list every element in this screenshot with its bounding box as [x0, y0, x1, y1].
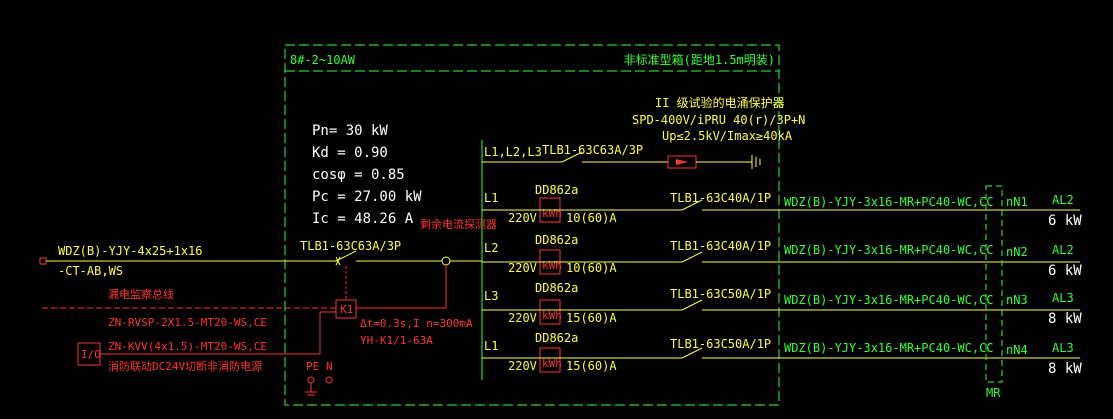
- spd-title: II 级试验的电涌保护器: [655, 95, 785, 110]
- branch-cable: WDZ(B)-YJY-3x16-MR+PC40-WC,CC: [784, 341, 994, 355]
- branch-cable: WDZ(B)-YJY-3x16-MR+PC40-WC,CC: [784, 243, 994, 257]
- meter-rating: 10(60)A: [566, 211, 617, 225]
- circuit-1: L1 DD862a 220V kWh 10(60)A TLB1-63C40A/1…: [482, 183, 1082, 229]
- circuit-4: L1 DD862a 220V kWh 15(60)A TLB1-63C50A/1…: [482, 331, 1082, 377]
- branch-breaker-icon: [681, 251, 703, 263]
- pe-terminal-icon: [307, 376, 315, 384]
- io-label: I/O: [81, 348, 101, 361]
- branch-cable: WDZ(B)-YJY-3x16-MR+PC40-WC,CC: [784, 293, 994, 307]
- panel-boundary: [284, 44, 780, 406]
- circuit-id: nN2: [1006, 245, 1028, 259]
- load-name: AL2: [1052, 193, 1074, 207]
- panel-type-note: 非标准型箱(距地1.5m明装): [624, 52, 775, 67]
- branch-breaker-icon: [681, 347, 703, 359]
- meter-model: DD862a: [535, 233, 578, 247]
- kwh-label: kWh: [542, 207, 562, 220]
- circuit-id: nN3: [1006, 293, 1028, 307]
- spd-model: SPD-400V/iPRU 40(r)/3P+N: [632, 113, 805, 127]
- load-name: AL3: [1052, 341, 1074, 355]
- load-power: 8 kW: [1048, 361, 1082, 377]
- leak-model: YH-K1/1-63A: [360, 334, 433, 347]
- kwh-meter-icon: [539, 347, 561, 373]
- leak-params: Δt=0.3s,I n=300mA: [360, 317, 473, 330]
- fire-monitor-cable: ZN-RVSP-2X1.5-MT20-WS,CE: [108, 316, 267, 329]
- incoming-cable-line2: -CT-AB,WS: [58, 264, 123, 278]
- param-pn: Pn= 30 kW: [312, 123, 388, 139]
- k1-label: K1: [340, 303, 353, 316]
- branch-cable: WDZ(B)-YJY-3x16-MR+PC40-WC,CC: [784, 195, 994, 209]
- load-power: 6 kW: [1048, 213, 1082, 229]
- circuit-3: L3 DD862a 220V kWh 15(60)A TLB1-63C50A/1…: [482, 281, 1082, 327]
- meter-voltage: 220V: [508, 311, 537, 325]
- terminal-n-label: N: [326, 360, 333, 373]
- param-pc: Pc = 27.00 kW: [312, 189, 422, 205]
- load-name: AL2: [1052, 243, 1074, 257]
- load-power: 6 kW: [1048, 263, 1082, 279]
- panel-name: 8#-2~10AW: [290, 53, 356, 67]
- meter-rating: 15(60)A: [566, 311, 617, 325]
- circuit-phase: L1: [484, 191, 498, 205]
- circuit-id: nN4: [1006, 343, 1028, 357]
- kwh-label: kWh: [542, 259, 562, 272]
- incoming-terminal-icon: [39, 257, 47, 265]
- circuit-phase: L2: [484, 241, 498, 255]
- shunt-wire: [100, 311, 336, 355]
- spd-spec: Up≤2.5kV/Imax≥40kA: [662, 129, 793, 143]
- meter-voltage: 220V: [508, 261, 537, 275]
- shunt-cable: ZN-KVV(4x1.5)-MT20-WS,CE: [108, 340, 267, 353]
- leakage-detector-label: 剩余电流探测器: [420, 217, 497, 231]
- circuit-id: nN1: [1006, 195, 1028, 209]
- circuit-phase: L1: [484, 339, 498, 353]
- main-breaker-label: TLB1-63C63A/3P: [300, 239, 401, 253]
- mr-label: MR: [986, 386, 1001, 400]
- load-power: 8 kW: [1048, 311, 1082, 327]
- kwh-meter-icon: [539, 299, 561, 325]
- circuit-phase: L3: [484, 289, 498, 303]
- meter-voltage: 220V: [508, 359, 537, 373]
- leakage-sense-wire: [356, 265, 447, 309]
- incoming-cable-line1: WDZ(B)-YJY-4x25+1x16: [58, 244, 203, 258]
- meter-rating: 10(60)A: [566, 261, 617, 275]
- meter-model: DD862a: [535, 281, 578, 295]
- meter-model: DD862a: [535, 183, 578, 197]
- n-terminal-icon: [325, 376, 333, 384]
- spd-breaker-icon: [561, 151, 583, 163]
- circuit-2: L2 DD862a 220V kWh 10(60)A TLB1-63C40A/1…: [482, 233, 1082, 279]
- param-cos: cosφ = 0.85: [312, 167, 405, 183]
- spd-breaker-label: TLB1-63C63A/3P: [542, 143, 643, 157]
- kwh-label: kWh: [542, 357, 562, 370]
- meter-rating: 15(60)A: [566, 359, 617, 373]
- branch-breaker-icon: [681, 299, 703, 311]
- leakage-detector-icon: [441, 256, 451, 266]
- shunt-note: 消防联动DC24V切断非消防电源: [108, 359, 262, 373]
- branch-breaker-icon: [681, 199, 703, 211]
- spd-arrow-icon: [676, 159, 688, 165]
- terminal-pe-label: PE: [306, 360, 319, 373]
- load-parameters: Pn= 30 kW Kd = 0.90 cosφ = 0.85 Pc = 27.…: [312, 123, 422, 227]
- branch-breaker-label: TLB1-63C40A/1P: [670, 191, 771, 205]
- param-kd: Kd = 0.90: [312, 145, 388, 161]
- param-ic: Ic = 48.26 A: [312, 211, 414, 227]
- kwh-label: kWh: [542, 309, 562, 322]
- meter-model: DD862a: [535, 331, 578, 345]
- spd-bus-label: L1,L2,L3: [484, 145, 542, 159]
- branch-breaker-label: TLB1-63C50A/1P: [670, 337, 771, 351]
- fire-monitor-label: 漏电监察总线: [108, 287, 174, 301]
- meter-voltage: 220V: [508, 211, 537, 225]
- load-name: AL3: [1052, 291, 1074, 305]
- branch-breaker-label: TLB1-63C50A/1P: [670, 287, 771, 301]
- k1-relay: [335, 299, 357, 319]
- mr-conduit-box: [985, 185, 1003, 383]
- branch-breaker-label: TLB1-63C40A/1P: [670, 239, 771, 253]
